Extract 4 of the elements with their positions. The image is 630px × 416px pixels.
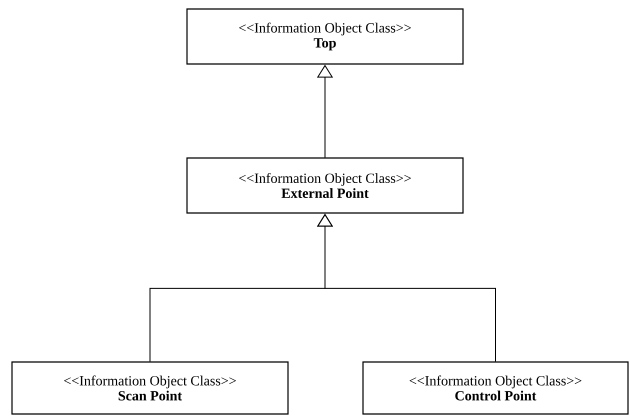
class-box: <<Information Object Class>> External Point [186,157,464,214]
class-box: <<Information Object Class>> Top [186,8,464,65]
class-box: <<Information Object Class>> Scan Point [11,361,289,415]
class-box: <<Information Object Class>> Control Point [362,361,629,415]
